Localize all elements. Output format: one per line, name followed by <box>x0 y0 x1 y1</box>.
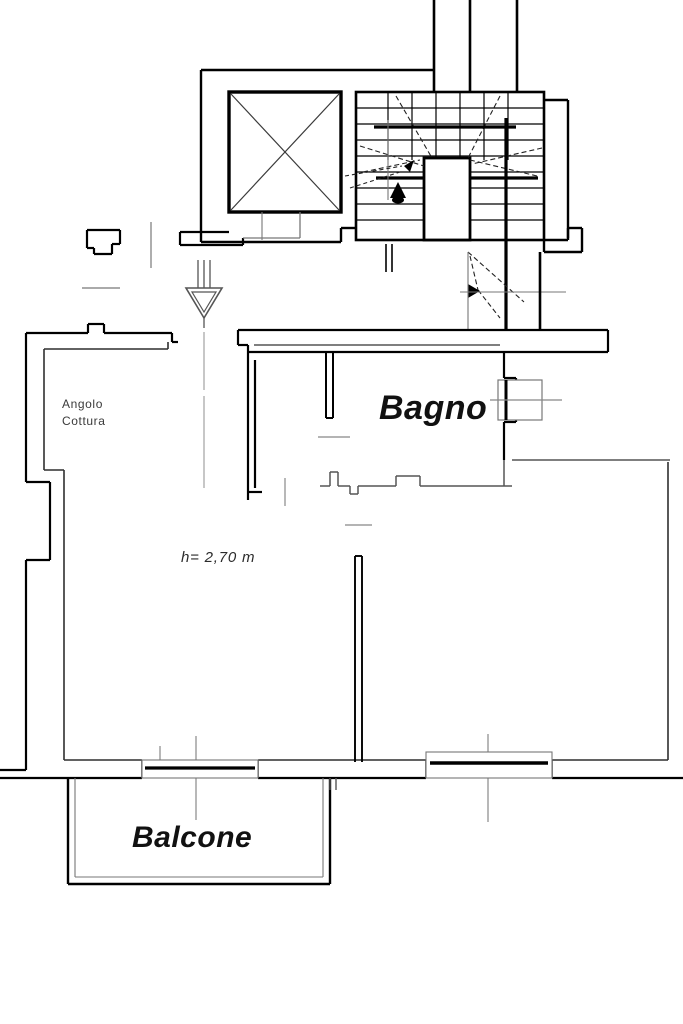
living-room-partition <box>354 555 363 762</box>
room-label-angolo-cottura: Angolo Cottura <box>62 396 106 430</box>
hall-partition <box>325 352 334 419</box>
ceiling-height-annotation: h= 2,70 m <box>181 549 256 566</box>
staircase <box>354 90 546 330</box>
landing-band <box>201 226 584 254</box>
window-south-right <box>425 751 553 779</box>
neighbour-wall-stub <box>85 228 122 256</box>
stair-direction-arrow-icon <box>390 182 406 204</box>
apartment-outer-wall <box>0 322 683 780</box>
elevator-shaft <box>178 90 343 247</box>
room-label-bagno: Bagno <box>379 389 488 427</box>
upper-shaft-walls <box>432 0 519 100</box>
shaft-cross-icon <box>230 93 340 211</box>
room-label-angolo-cottura-line1: Angolo <box>62 397 103 411</box>
balcony <box>66 778 332 886</box>
room-label-angolo-cottura-line2: Cottura <box>62 414 106 428</box>
stair-rail-stub <box>385 244 393 272</box>
window-south-left <box>141 759 259 779</box>
door-swing-upper <box>344 160 414 189</box>
door-swing-lower <box>460 251 566 330</box>
apartment-inner-wall-face <box>43 342 669 761</box>
section-marker-icon <box>184 260 224 488</box>
window-east-bagno <box>490 379 562 421</box>
corridor-band-wall <box>236 328 610 354</box>
bathroom-south-wall <box>320 459 670 495</box>
kitchen-hall-partition <box>246 352 262 500</box>
misc-stubs <box>329 778 337 790</box>
room-label-balcone: Balcone <box>132 821 253 854</box>
guide-marks-left <box>82 222 152 289</box>
stair-axis-lines <box>374 118 538 330</box>
